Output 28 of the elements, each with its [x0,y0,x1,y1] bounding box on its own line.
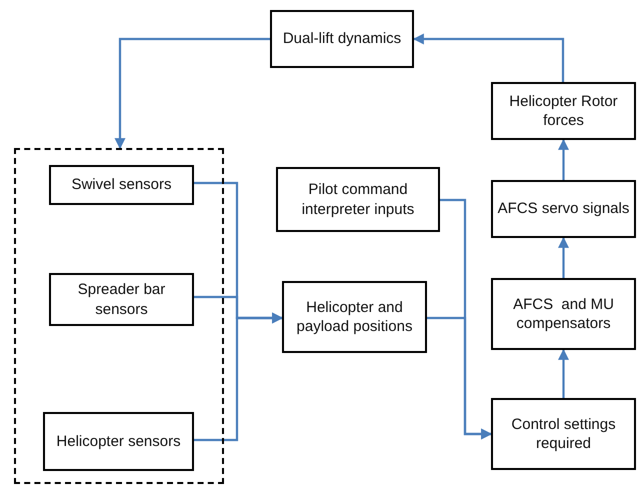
arrow [558,236,569,278]
arrow [558,138,569,180]
process-box [491,82,636,140]
arrow [114,38,270,150]
arrow [412,34,564,82]
box-label: Control settings required [510,414,617,454]
arrow [558,348,569,398]
process-box [276,167,440,232]
arrow [427,316,492,440]
process-box [270,10,414,68]
process-box [282,281,427,353]
box-label: Dual-lift dynamics [282,29,402,49]
box-label: Swivel sensors [71,175,172,195]
box-label: Pilot command interpreter inputs [300,180,416,219]
box-label: Helicopter and payload positions [296,298,414,336]
box-label: Helicopter Rotor forces [508,92,619,130]
box-label: AFCS servo signals [498,199,630,219]
group-frame [14,148,224,484]
process-box [491,278,636,350]
process-box [491,180,636,238]
box-label: Spreader bar sensors [76,280,166,319]
process-box [43,412,194,471]
process-box [49,165,194,205]
process-box [491,398,636,470]
process-box [49,273,194,326]
box-label: AFCS and MU compensators [512,294,615,334]
box-label: Helicopter sensors [56,432,181,452]
arrow [192,312,284,442]
